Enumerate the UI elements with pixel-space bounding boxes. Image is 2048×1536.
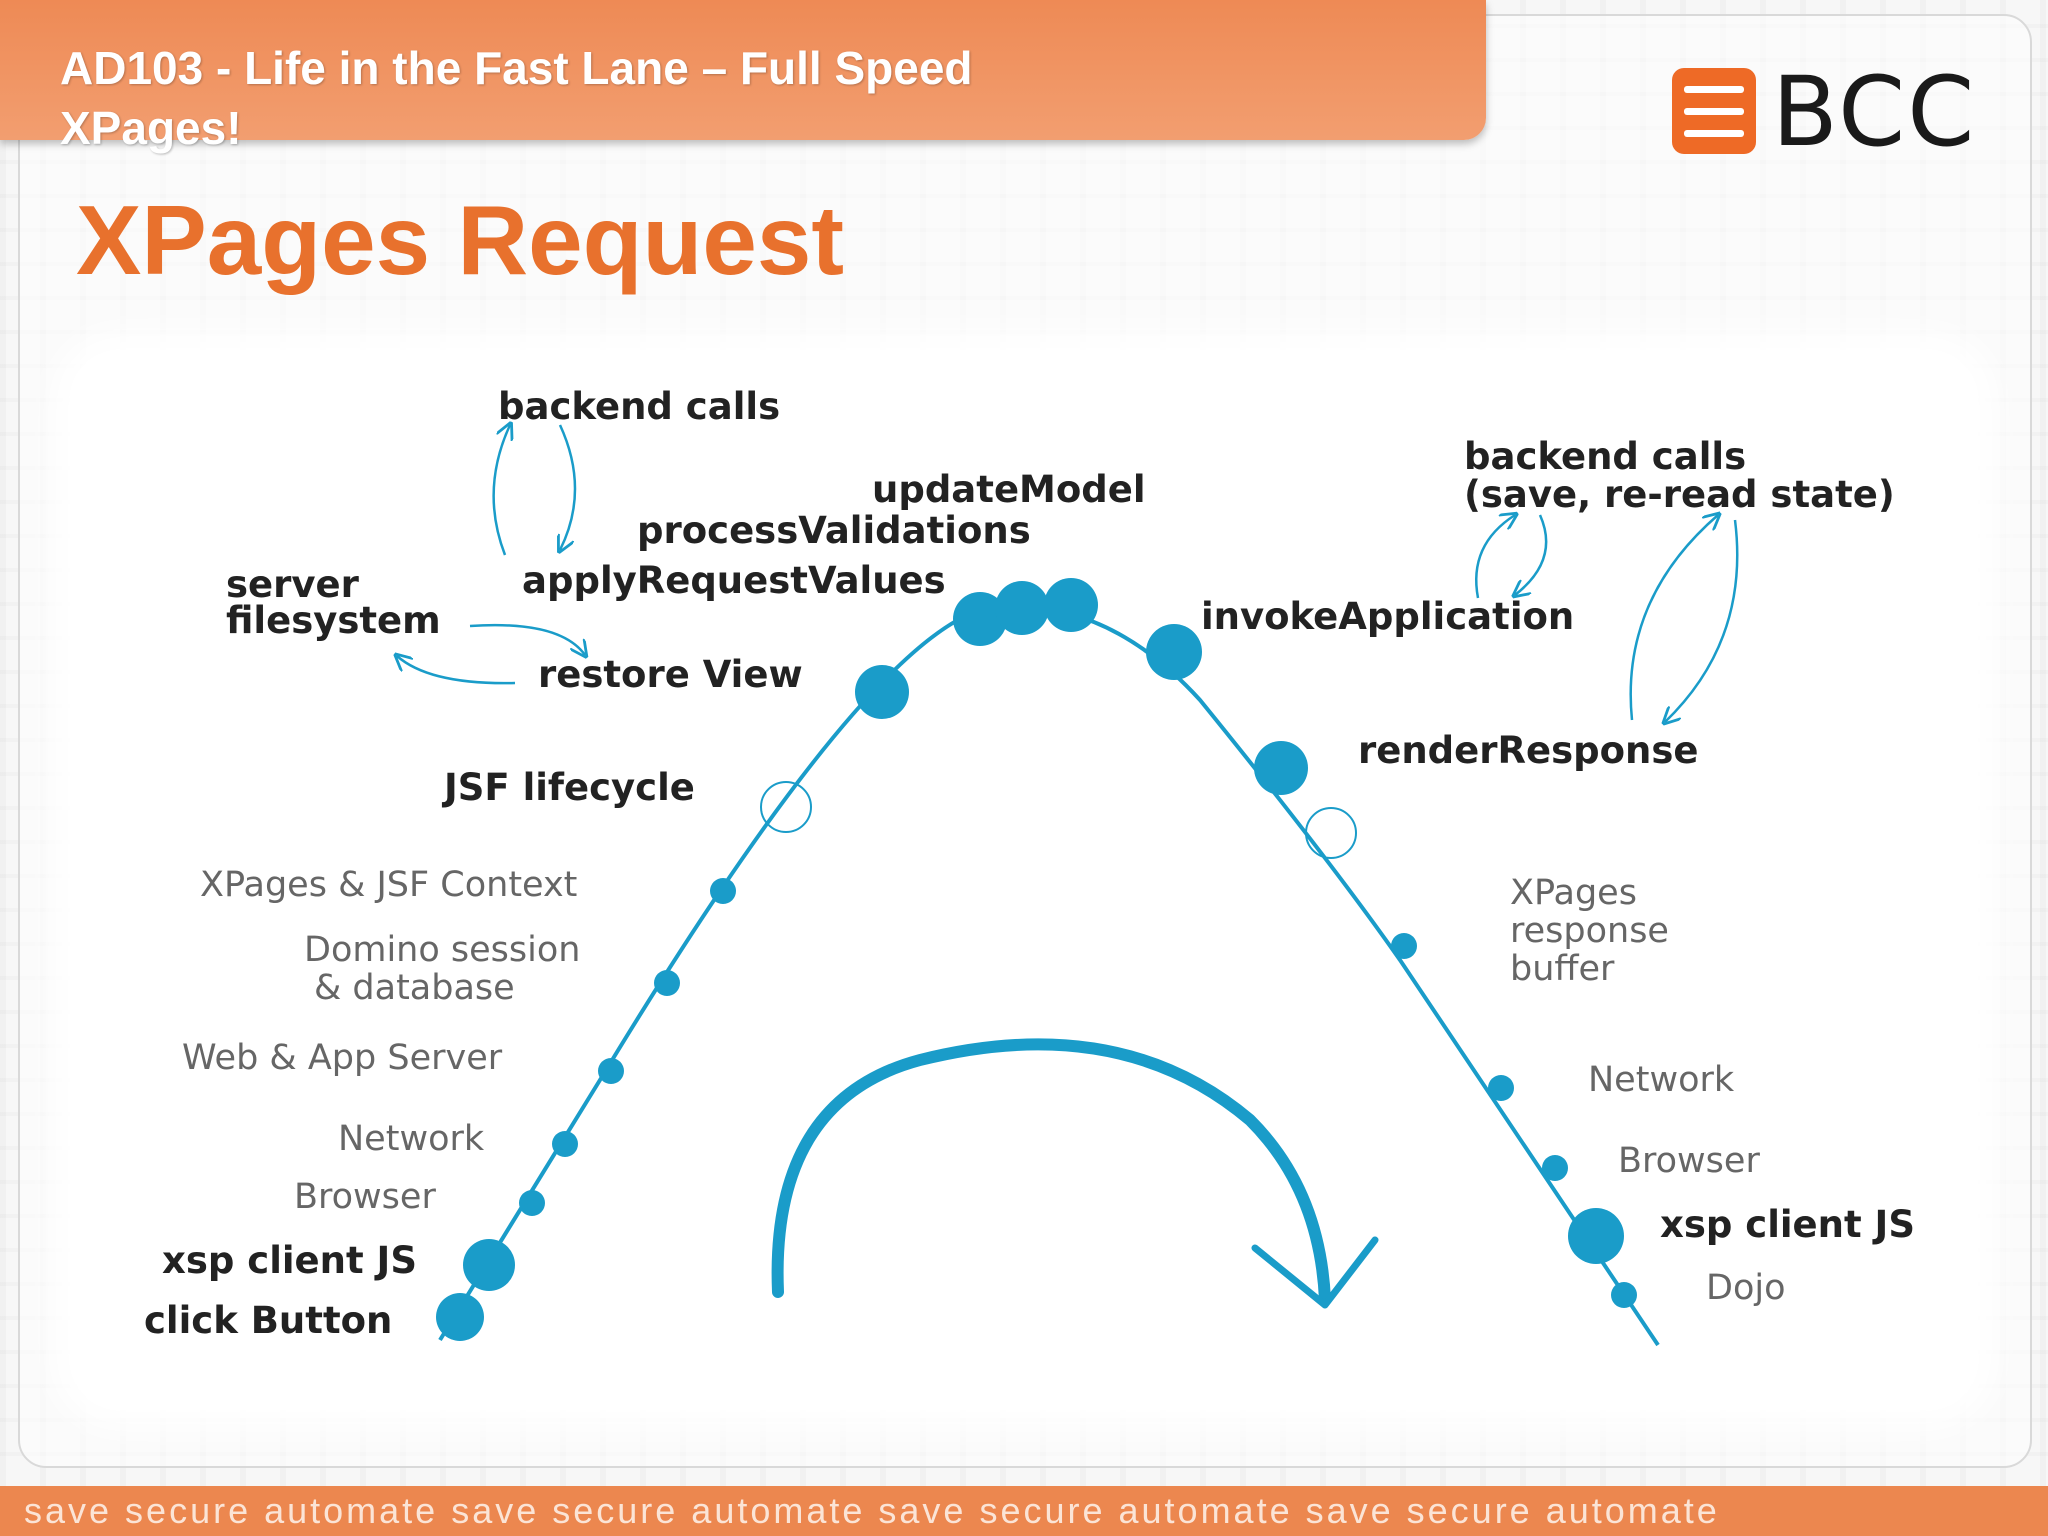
label-click-button: click Button <box>144 1299 393 1342</box>
label-filesystem: filesystem <box>226 599 441 642</box>
dot-restore-view <box>855 665 909 719</box>
label-render-response: renderResponse <box>1358 729 1699 772</box>
dot-network-left <box>552 1131 578 1157</box>
page-title: XPages Request <box>76 185 844 295</box>
label-xpages-response-2: response <box>1510 911 1669 951</box>
label-xsp-client-js-left: xsp client JS <box>162 1239 417 1282</box>
backend-arrow-up-right <box>1474 515 1515 599</box>
round-trip-arrow <box>771 1038 1331 1306</box>
label-backend-calls-right: backend calls <box>1464 435 1747 478</box>
dot-xsp-client-left <box>463 1239 515 1291</box>
round-trip-arrowhead <box>1251 1236 1379 1309</box>
lifecycle-curve <box>438 604 1660 1347</box>
label-apply-request-values: applyRequestValues <box>522 559 946 602</box>
label-invoke-application: invokeApplication <box>1201 595 1575 638</box>
dot-browser-right <box>1542 1155 1568 1181</box>
dot-xpages-response <box>1391 933 1417 959</box>
backend-arrow-down-right <box>1515 514 1548 595</box>
render-arrow-up <box>1629 515 1718 721</box>
diagram-panel <box>70 350 1978 1410</box>
label-xsp-client-js-right: xsp client JS <box>1660 1203 1915 1246</box>
label-jsf-lifecycle: JSF lifecycle <box>444 766 695 809</box>
dot-dojo <box>1611 1282 1637 1308</box>
label-restore-view: restore View <box>538 653 803 696</box>
dot-render-response <box>1254 741 1308 795</box>
dot-browser-left <box>519 1190 545 1216</box>
dot-domino-session <box>654 970 680 996</box>
logo-text: BCC <box>1772 56 1977 168</box>
dot-network-right <box>1488 1075 1514 1101</box>
dot-invoke-application <box>1146 624 1202 680</box>
label-web-app-server: Web & App Server <box>182 1038 503 1078</box>
dot-click-button <box>436 1293 484 1341</box>
backend-arrow-up-left <box>492 425 510 556</box>
dot-update-model <box>1044 578 1098 632</box>
label-xpages-response-1: XPages <box>1510 873 1637 913</box>
label-backend-calls-left: backend calls <box>498 385 781 428</box>
dot-web-app-server <box>598 1058 624 1084</box>
label-process-validations: processValidations <box>637 509 1031 552</box>
label-xpages-response-3: buffer <box>1510 949 1615 989</box>
jsf-boundary-right <box>1305 807 1357 859</box>
render-arrow-down <box>1665 519 1739 722</box>
filesystem-arrow-in <box>469 623 585 655</box>
header-bar: AD103 - Life in the Fast Lane – Full Spe… <box>0 0 1486 154</box>
dot-xsp-client-right <box>1568 1208 1624 1264</box>
label-browser-right: Browser <box>1618 1141 1760 1181</box>
jsf-boundary-left <box>760 781 812 833</box>
label-network-left: Network <box>338 1119 485 1159</box>
label-network-right: Network <box>1588 1060 1735 1100</box>
label-browser-left: Browser <box>294 1177 436 1217</box>
label-server: server <box>226 563 359 606</box>
label-update-model: updateModel <box>872 468 1146 511</box>
bcc-logo-icon <box>1672 68 1756 154</box>
label-xpages-jsf-context: XPages & JSF Context <box>200 865 578 905</box>
label-domino-database: & database <box>314 968 515 1008</box>
backend-arrow-down-left <box>560 424 577 550</box>
dot-xpages-context <box>710 878 736 904</box>
filesystem-arrow-out <box>397 656 516 685</box>
header-title: AD103 - Life in the Fast Lane – Full Spe… <box>60 42 973 154</box>
label-dojo: Dojo <box>1706 1268 1786 1308</box>
label-domino-session: Domino session <box>304 930 581 970</box>
dot-process-validations <box>995 581 1049 635</box>
dot-apply-request <box>953 592 1007 646</box>
footer-tagline: save secure automate save secure automat… <box>0 1486 2048 1536</box>
label-backend-calls-detail: (save, re-read state) <box>1464 473 1895 516</box>
